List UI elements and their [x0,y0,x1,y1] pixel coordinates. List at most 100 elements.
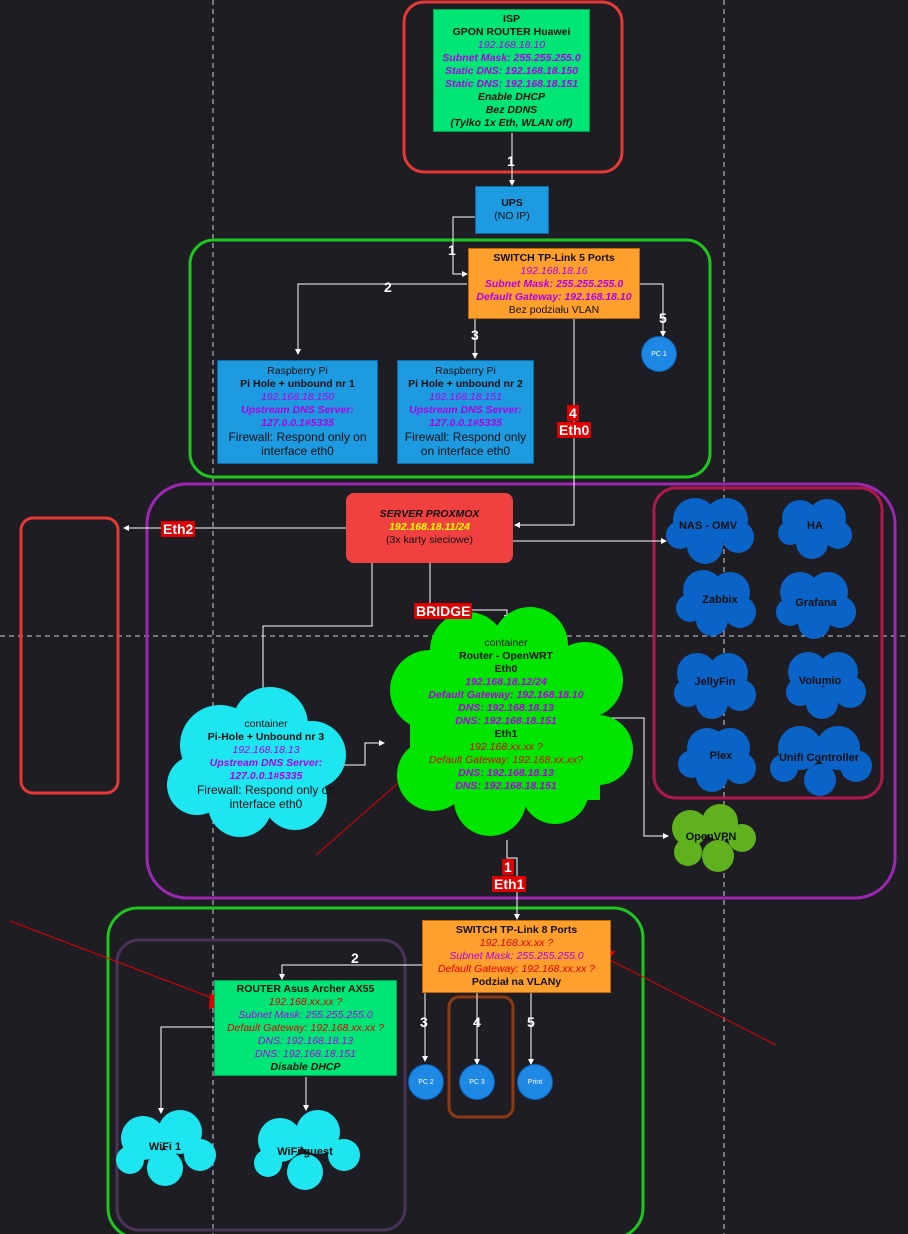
port-number: 2 [351,950,359,966]
switch8-vlan: Podział na VLANy [471,976,562,988]
switch8-title: SWITCH TP-Link 8 Ports [455,924,578,936]
proxmox-title: SERVER PROXMOX [379,508,480,520]
openwrt-eth1-ip: 192.168.xx.xx ? [469,741,543,753]
vm-plex: Plex [709,750,733,762]
switch8-box: SWITCH TP-Link 8 Ports 192.168.xx.xx ? S… [422,920,611,993]
eth2-frame [19,516,120,795]
port-number: 1 [448,242,456,258]
pi1-title: Pi Hole + unbound nr 1 [240,378,355,390]
vm-zabbix: Zabbix [702,594,738,606]
switch8-mask: Subnet Mask: 255.255.255.0 [449,950,584,962]
pi1-firewall: Firewall: Respond only on interface eth0 [228,430,367,458]
pi2-upstream-val: 127.0.0.1#5335 [429,417,502,429]
asus-frame [115,938,407,1232]
vm-nas-omv: NAS - OMV [678,520,738,532]
asus-mask: Subnet Mask: 255.255.255.0 [238,1009,373,1021]
port-number: 5 [527,1014,535,1030]
pihole3-firewall: Firewall: Respond only on interface eth0 [196,783,336,811]
ups-sub: (NO IP) [494,210,530,222]
openwrt-text: container Router - OpenWRT Eth0 192.168.… [416,637,596,793]
bridge-tag: BRIDGE [414,603,473,619]
isp-title: ISP [503,13,520,25]
asus-gw: Default Gateway: 192.168.xx.xx ? [226,1022,384,1034]
port1-tag: 1 [502,859,514,875]
vm-ha: HA [807,520,823,532]
pi2-firewall: Firewall: Respond only on interface eth0 [404,430,527,458]
isp-dhcp: Enable DHCP [477,91,546,103]
openwrt-eth1: Eth1 [494,728,518,740]
ups-box: UPS (NO IP) [475,186,549,234]
port-number: 3 [471,327,479,343]
proxmox-sub: (3x karty sieciowe) [386,534,473,546]
isp-dns2: Static DNS: 192.168.18.151 [444,78,579,90]
pi1-upstream-val: 127.0.0.1#5335 [261,417,334,429]
pi1-upstream: Upstream DNS Server: [241,404,354,416]
asus-dns2: DNS: 192.168.18.151 [255,1048,356,1060]
openwrt-eth1-gw: Default Gateway: 192.168.xx.xx? [428,754,584,766]
vlan-frame [106,906,645,1234]
proxmox-ip: 192.168.18.11/24 [389,521,470,533]
wifi1-label: WiFi 1 [148,1141,182,1153]
eth1-tag: Eth1 [492,876,527,892]
pihole3-ip: 192.168.18.13 [232,744,300,756]
isp-ddns: Bez DDNS [485,104,538,116]
vm-frame [652,486,884,800]
switch8-ip: 192.168.xx.xx ? [479,937,554,949]
pi2-device: Raspberry Pi [435,365,496,377]
openwrt-eth0-ip: 192.168.18.12/24 [465,676,547,688]
vm-grafana: Grafana [795,597,837,609]
isp-router-box: ISP GPON ROUTER Huawei 192.168.18.10 Sub… [433,9,590,132]
openwrt-eth1-dns2: DNS: 192.168.18.151 [455,780,557,792]
openwrt-eth0-dns1: DNS: 192.168.18.13 [458,702,554,714]
openwrt-container: container [484,637,528,649]
openwrt-eth1-dns1: DNS: 192.168.18.13 [458,767,554,779]
pihole3-title: Pi-Hole + Unbound nr 3 [207,731,325,743]
proxmox-frame [145,482,897,900]
switch5-vlan: Bez podziału VLAN [508,304,600,316]
pihole3-cloud [167,687,346,837]
port-number: 2 [384,279,392,295]
pi2-box: Raspberry Pi Pi Hole + unbound nr 2 192.… [397,360,534,464]
switch5-ip: 192.168.18.16 [520,265,588,277]
port-number: 4 [473,1014,481,1030]
pc2-node: PC 2 [408,1064,444,1100]
asus-router-box: ROUTER Asus Archer AX55 192.168.xx.xx ? … [214,980,397,1076]
switch5-gw: Default Gateway: 192.168.18.10 [476,291,632,303]
pihole3-upstream: Upstream DNS Server: [209,757,323,769]
port-number: 1 [507,153,515,169]
port-number: 3 [420,1014,428,1030]
pi2-title: Pi Hole + unbound nr 2 [408,378,523,390]
switch8-gw: Default Gateway: 192.168.xx.xx ? [437,963,595,975]
switch5-mask: Subnet Mask: 255.255.255.0 [484,278,624,290]
asus-title: ROUTER Asus Archer AX55 [236,983,375,995]
vm-clouds [666,498,872,796]
pc3-frame [447,995,515,1119]
openwrt-eth0-gw: Default Gateway: 192.168.18.10 [428,689,584,701]
pihole3-text: container Pi-Hole + Unbound nr 3 192.168… [176,718,356,811]
pi1-ip: 192.168.18.150 [261,391,334,403]
asus-dhcp: Disable DHCP [270,1061,341,1073]
isp-frame [402,0,624,174]
pi1-box: Raspberry Pi Pi Hole + unbound nr 1 192.… [217,360,378,464]
lan-frame [188,238,712,479]
pi1-device: Raspberry Pi [267,365,328,377]
openwrt-eth0: Eth0 [494,663,518,675]
isp-dns1: Static DNS: 192.168.18.150 [444,65,579,77]
vm-volumio: Volumio [798,675,842,687]
vm-unifi: Unifi Controller [778,752,860,764]
port4-tag: 4 [567,405,579,421]
pi2-ip: 192.168.18.151 [429,391,502,403]
wifi-clouds [116,1110,360,1190]
isp-mask: Subnet Mask: 255.255.255.0 [442,52,581,64]
isp-ip: 192.168.18.10 [477,39,546,51]
openwrt-cloud [390,607,633,836]
pihole3-upstream-val: 127.0.0.1#5335 [229,770,303,782]
wifi-guest-label: WiFi guest [277,1146,333,1158]
vm-jellyfin: JellyFin [694,676,736,688]
openvpn-cloud [672,804,756,872]
pc3-node: PC 3 [459,1064,495,1100]
port-number: 5 [659,310,667,326]
proxmox-box: SERVER PROXMOX 192.168.18.11/24 (3x kart… [346,493,513,563]
print-node: Print [517,1064,553,1100]
